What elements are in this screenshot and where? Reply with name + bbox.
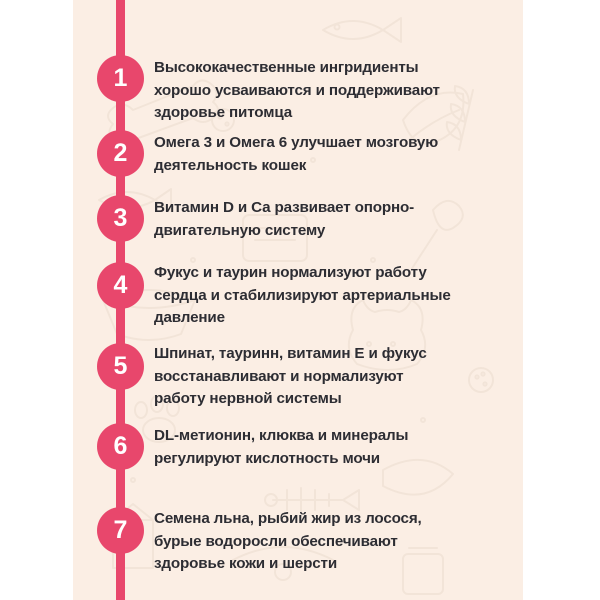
step-number-badge-2: 2 xyxy=(97,130,144,177)
step-text-2: Омега 3 и Омега 6 улучшает мозговую деят… xyxy=(154,134,439,174)
step-number-badge-1: 1 xyxy=(97,55,144,102)
step-text-7: Семена льна, рыбий жир из лосося, бурые … xyxy=(154,510,422,572)
step-text-5: Шпинат, тауринн, витамин Е и фукус восст… xyxy=(154,345,427,407)
step-number-badge-5: 5 xyxy=(97,343,144,390)
step-number-badge-3: 3 xyxy=(97,195,144,242)
step-text-6: DL-метионин, клюква и минералы регулирую… xyxy=(154,427,409,467)
step-number-badge-6: 6 xyxy=(97,423,144,470)
step-text-1: Высококачественные ингридиенты хорошо ус… xyxy=(154,59,440,121)
step-text-3: Витамин D и Са развивает опорно- двигате… xyxy=(154,199,415,239)
step-text-4: Фукус и таурин нормализуют работу сердца… xyxy=(154,264,451,326)
step-number-badge-7: 7 xyxy=(97,507,144,554)
step-number-badge-4: 4 xyxy=(97,262,144,309)
